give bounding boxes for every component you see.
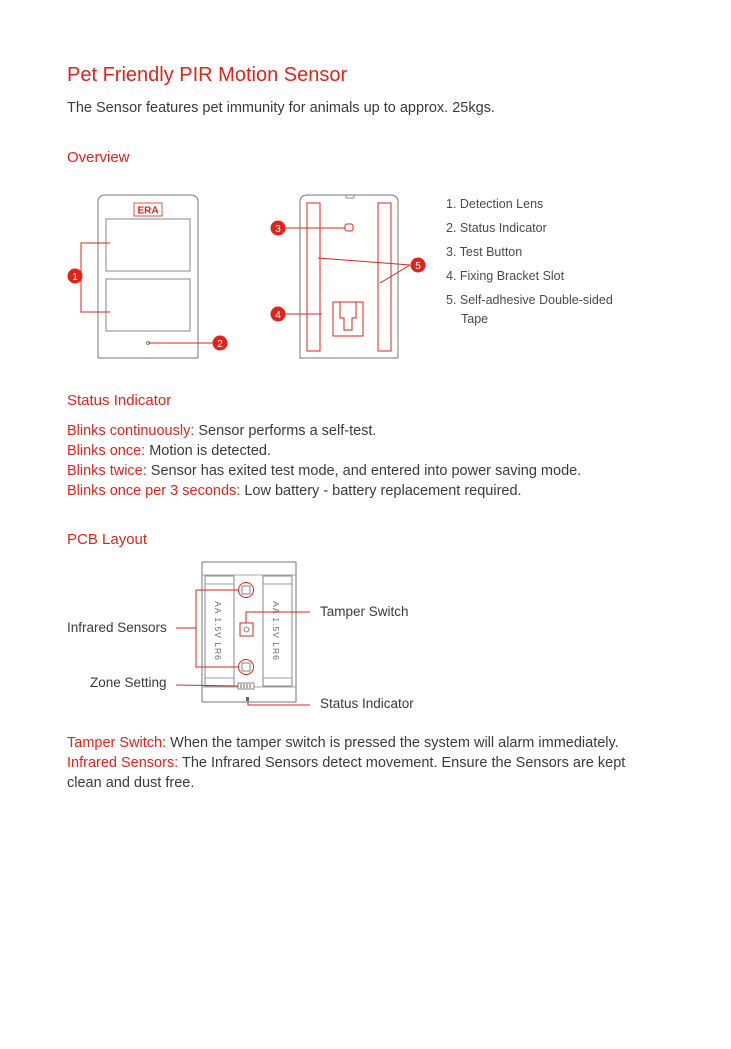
- intro-text: The Sensor features pet immunity for ani…: [67, 100, 495, 116]
- sensor-back-view: [299, 194, 399, 359]
- svg-text:1: 1: [72, 272, 78, 283]
- status-indicator-label: Status Indicator: [320, 696, 414, 711]
- svg-text:5: 5: [415, 261, 421, 272]
- zone-setting-switch: [237, 682, 255, 690]
- test-button: [344, 223, 354, 232]
- adhesive-tape-right: [377, 202, 392, 352]
- battery-left-label: AA 1.5V LR6: [213, 601, 223, 661]
- overview-legend: 1. Detection Lens 2. Status Indicator 3.…: [446, 192, 613, 326]
- legend-item-detection-lens: 1. Detection Lens: [446, 197, 544, 211]
- callout-3-badge: [270, 220, 286, 236]
- status-item-continuous: Blinks continuously: Sensor performs a s…: [67, 423, 377, 439]
- tamper-switch: [239, 622, 254, 637]
- legend-item-test-button: 3. Test Button: [446, 245, 523, 259]
- status-item-twice: Blinks twice: Sensor has exited test mod…: [67, 463, 582, 479]
- pcb-status-led: [246, 697, 249, 701]
- note-infrared-sensors: Infrared Sensors: The Infrared Sensors d…: [67, 755, 626, 771]
- page-title: Pet Friendly PIR Motion Sensor: [67, 64, 348, 86]
- note-infrared-sensors-cont: clean and dust free.: [67, 775, 195, 791]
- svg-text:4: 4: [275, 310, 281, 321]
- svg-text:3: 3: [275, 224, 281, 235]
- note-tamper-switch: Tamper Switch: When the tamper switch is…: [67, 735, 619, 751]
- legend-item-status-indicator: 2. Status Indicator: [446, 221, 547, 235]
- status-indicator-heading: Status Indicator: [67, 392, 172, 409]
- pcb-layout-heading: PCB Layout: [67, 531, 148, 548]
- pcb-board: AA 1.5V LR6 AA 1.5V LR6: [201, 561, 297, 703]
- fixing-bracket-slot: [332, 301, 364, 337]
- brand-logo: [133, 202, 163, 217]
- pcb-diagram: AA 1.5V LR6 AA 1.5V LR6: [175, 561, 310, 706]
- detection-lens-upper: [105, 218, 191, 272]
- infrared-sensors-label: Infrared Sensors: [67, 620, 167, 635]
- tamper-switch-label: Tamper Switch: [320, 604, 409, 619]
- status-item-once: Blinks once: Motion is detected.: [67, 443, 271, 459]
- callout-2-badge: [212, 335, 228, 351]
- detection-lens-lower: [105, 278, 191, 332]
- zone-setting-label: Zone Setting: [90, 675, 167, 690]
- callout-4-badge: [270, 306, 286, 322]
- status-item-low-battery: Blinks once per 3 seconds: Low battery -…: [67, 483, 522, 499]
- overview-diagram: ERA 1 2 3 4 5: [67, 194, 426, 359]
- callout-5-badge: [410, 257, 426, 273]
- legend-item-adhesive-tape: 5. Self-adhesive Double-sided Tape: [446, 293, 613, 326]
- svg-text:2: 2: [217, 339, 223, 350]
- infrared-sensor-top: [238, 582, 254, 598]
- adhesive-tape-left: [306, 202, 321, 352]
- infrared-sensor-bottom: [238, 659, 254, 675]
- sensor-front-view: ERA: [97, 194, 199, 359]
- battery-right-label: AA 1.5V LR6: [271, 601, 281, 661]
- legend-item-fixing-bracket-slot: 4. Fixing Bracket Slot: [446, 269, 565, 283]
- brand-logo-text: ERA: [137, 206, 158, 217]
- callout-1-badge: [67, 268, 83, 284]
- overview-heading: Overview: [67, 149, 130, 166]
